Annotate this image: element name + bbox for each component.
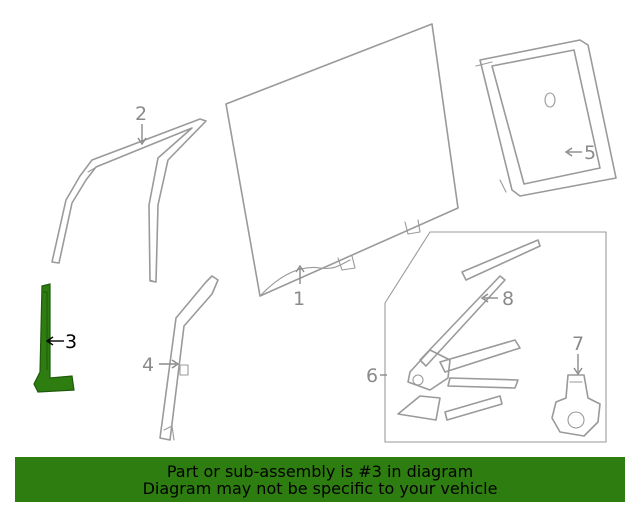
callout-leaders (45, 124, 583, 376)
info-banner: Part or sub-assembly is #3 in diagram Di… (15, 457, 625, 502)
banner-line-1: Part or sub-assembly is #3 in diagram (166, 461, 474, 481)
part-1-door-glass[interactable] (225, 23, 459, 297)
callout-1[interactable]: 1 (293, 288, 305, 310)
part-3-run-channel[interactable] (33, 283, 75, 393)
callout-6[interactable]: 6 (366, 365, 378, 387)
part-6-regulator-assembly[interactable] (384, 231, 607, 443)
callout-5[interactable]: 5 (584, 142, 596, 164)
callout-4[interactable]: 4 (142, 354, 154, 376)
part-5-quarter-glass[interactable] (475, 39, 617, 197)
callout-3[interactable]: 3 (65, 331, 77, 353)
callout-8[interactable]: 8 (502, 288, 514, 310)
part-7-window-motor[interactable] (551, 374, 601, 437)
callout-2[interactable]: 2 (135, 103, 147, 125)
part-4-sash-channel[interactable] (159, 275, 219, 441)
callout-7[interactable]: 7 (572, 333, 584, 355)
banner-line-2: Diagram may not be specific to your vehi… (142, 478, 498, 498)
part-2-frame-channel[interactable] (51, 118, 207, 283)
